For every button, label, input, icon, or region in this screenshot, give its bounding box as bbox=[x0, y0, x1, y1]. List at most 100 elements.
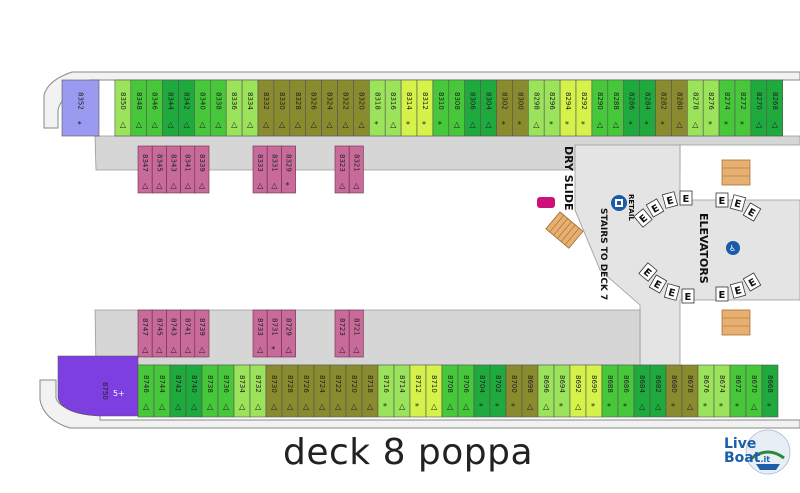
cabin-bottom[interactable]: 8734△ bbox=[233, 364, 251, 418]
cabin-top[interactable]: 8296* bbox=[543, 79, 561, 137]
cabin-bottom[interactable]: 8732△ bbox=[249, 364, 267, 418]
cabin-top[interactable]: 8310* bbox=[432, 79, 450, 137]
cabin-top[interactable]: 8290△ bbox=[591, 79, 609, 137]
cabin-bottom[interactable]: 8690* bbox=[585, 364, 603, 418]
cabin-top[interactable]: 8304△ bbox=[480, 79, 497, 137]
cabin-top[interactable]: 8270△ bbox=[750, 79, 768, 137]
cabin-inner[interactable]: 8743△ bbox=[166, 309, 181, 358]
cabin-bottom[interactable]: 8684△ bbox=[633, 364, 651, 418]
cabin-bottom[interactable]: 8682△ bbox=[649, 364, 667, 418]
cabin-inner[interactable]: 8747△ bbox=[137, 309, 153, 358]
cabin-top[interactable]: 8302* bbox=[496, 79, 513, 137]
cabin-bottom[interactable]: 8714△ bbox=[393, 364, 411, 418]
cabin-inner[interactable]: 8343△ bbox=[166, 145, 181, 194]
cabin-inner[interactable]: 8729△ bbox=[281, 309, 296, 358]
cabin-inner[interactable]: 8731* bbox=[266, 309, 282, 358]
cabin-top[interactable]: 8288△ bbox=[607, 79, 624, 137]
cabin-bottom[interactable]: 8706△ bbox=[457, 364, 475, 418]
cabin-inner[interactable]: 8333△ bbox=[252, 145, 268, 194]
cabin-inner[interactable]: 8321△ bbox=[348, 145, 364, 194]
cabin-top[interactable]: 8348△ bbox=[130, 79, 148, 137]
cabin-top[interactable]: 8308△ bbox=[448, 79, 465, 137]
cabin-top[interactable]: 8326△ bbox=[305, 79, 322, 137]
cabin-top[interactable]: 8314* bbox=[400, 79, 418, 137]
cabin-inner[interactable]: 8339△ bbox=[194, 145, 210, 194]
cabin-bottom[interactable]: 8704* bbox=[473, 364, 491, 418]
cabin-top[interactable]: 8324△ bbox=[321, 79, 338, 137]
cabin-bottom[interactable]: 8738△ bbox=[201, 364, 219, 418]
cabin-top[interactable]: 8350△ bbox=[114, 79, 132, 137]
cabin-top[interactable]: 8280△ bbox=[671, 79, 688, 137]
cabin-top[interactable]: 8320△ bbox=[353, 79, 370, 137]
cabin-bottom[interactable]: 8692△ bbox=[569, 364, 587, 418]
cabin-top[interactable]: 8332△ bbox=[257, 79, 275, 137]
cabin-top[interactable]: 8272* bbox=[734, 79, 752, 137]
cabin-top[interactable]: 8268△ bbox=[766, 79, 783, 137]
cabin-top[interactable]: 8344△ bbox=[162, 79, 179, 137]
cabin-bottom[interactable]: 8746△ bbox=[137, 364, 155, 418]
cabin-top[interactable]: 8334△ bbox=[241, 79, 259, 137]
cabin-inner[interactable]: 8323△ bbox=[334, 145, 350, 194]
cabin-bottom[interactable]: 8698△ bbox=[521, 364, 539, 418]
cabin-inner[interactable]: 8741△ bbox=[180, 309, 196, 358]
cabin-bottom[interactable]: 8700* bbox=[505, 364, 523, 418]
cabin-inner[interactable]: 8331△ bbox=[266, 145, 282, 194]
cabin-top[interactable]: 8330△ bbox=[273, 79, 291, 137]
cabin-bottom[interactable]: 8712* bbox=[409, 364, 427, 418]
cabin-top[interactable]: 8328△ bbox=[289, 79, 306, 137]
cabin-bottom[interactable]: 8744△ bbox=[153, 364, 171, 418]
cabin-bottom[interactable]: 8716* bbox=[377, 364, 395, 418]
cabin-bottom[interactable]: 8688* bbox=[601, 364, 619, 418]
cabin-bottom[interactable]: 8742△ bbox=[169, 364, 187, 418]
cabin-top[interactable]: 8276* bbox=[702, 79, 720, 137]
cabin-top[interactable]: 8282* bbox=[655, 79, 672, 137]
cabin-bottom[interactable]: 8720△ bbox=[345, 364, 363, 418]
cabin-inner[interactable]: 8329* bbox=[281, 145, 296, 194]
cabin-bottom[interactable]: 8724△ bbox=[313, 364, 331, 418]
cabin-inner[interactable]: 8733△ bbox=[252, 309, 268, 358]
cabin-bottom[interactable]: 8736△ bbox=[217, 364, 235, 418]
cabin-top[interactable]: 8338△ bbox=[210, 79, 227, 137]
cabin-inner[interactable]: 8723△ bbox=[334, 309, 350, 358]
cabin-bottom[interactable]: 8740△ bbox=[185, 364, 203, 418]
cabin-top[interactable]: 8306△ bbox=[464, 79, 481, 137]
cabin-bottom[interactable]: 8680* bbox=[665, 364, 683, 418]
cabin-top[interactable]: 8322△ bbox=[337, 79, 354, 137]
cabin-bottom[interactable]: 8676* bbox=[697, 364, 715, 418]
cabin-top[interactable]: 8312* bbox=[416, 79, 434, 137]
cabin-bottom[interactable]: 8668* bbox=[761, 364, 779, 418]
cabin-bottom[interactable]: 8672* bbox=[729, 364, 747, 418]
cabin-top[interactable]: 8300* bbox=[512, 79, 529, 137]
cabin-bottom[interactable]: 8678△ bbox=[681, 364, 699, 418]
cabin-inner[interactable]: 8745△ bbox=[151, 309, 167, 358]
cabin-bottom[interactable]: 8702* bbox=[489, 364, 507, 418]
cabin-bottom[interactable]: 8686* bbox=[617, 364, 635, 418]
cabin-inner[interactable]: 8341△ bbox=[180, 145, 196, 194]
cabin-bottom[interactable]: 8696△ bbox=[537, 364, 555, 418]
cabin-bottom[interactable]: 8694* bbox=[553, 364, 571, 418]
cabin-top[interactable]: 8336△ bbox=[225, 79, 243, 137]
cabin-top[interactable]: 8278△ bbox=[686, 79, 704, 137]
cabin-top[interactable]: 8286* bbox=[623, 79, 640, 137]
cabin-bottom[interactable]: 8710△ bbox=[425, 364, 443, 418]
cabin-bottom[interactable]: 8708△ bbox=[441, 364, 459, 418]
cabin-top[interactable]: 8318* bbox=[368, 79, 386, 137]
cabin-top[interactable]: 8298△ bbox=[527, 79, 545, 137]
cabin-bottom[interactable]: 8670△ bbox=[745, 364, 763, 418]
cabin-top[interactable]: 8274* bbox=[718, 79, 736, 137]
cabin-inner[interactable]: 8347△ bbox=[137, 145, 153, 194]
cabin-top[interactable]: 8292* bbox=[575, 79, 593, 137]
cabin-bottom[interactable]: 8726△ bbox=[297, 364, 315, 418]
cabin-bottom[interactable]: 8674* bbox=[713, 364, 731, 418]
cabin-inner[interactable]: 8721△ bbox=[348, 309, 364, 358]
cabin-bottom[interactable]: 8722△ bbox=[329, 364, 347, 418]
cabin-top[interactable]: 8352* bbox=[61, 79, 100, 137]
cabin-inner[interactable]: 8345△ bbox=[151, 145, 167, 194]
cabin-top[interactable]: 8342△ bbox=[178, 79, 195, 137]
cabin-top[interactable]: 8340△ bbox=[194, 79, 211, 137]
cabin-top[interactable]: 8346△ bbox=[146, 79, 163, 137]
cabin-top[interactable]: 8294* bbox=[559, 79, 577, 137]
cabin-bottom[interactable]: 8730△ bbox=[265, 364, 283, 418]
cabin-top[interactable]: 8284* bbox=[639, 79, 656, 137]
